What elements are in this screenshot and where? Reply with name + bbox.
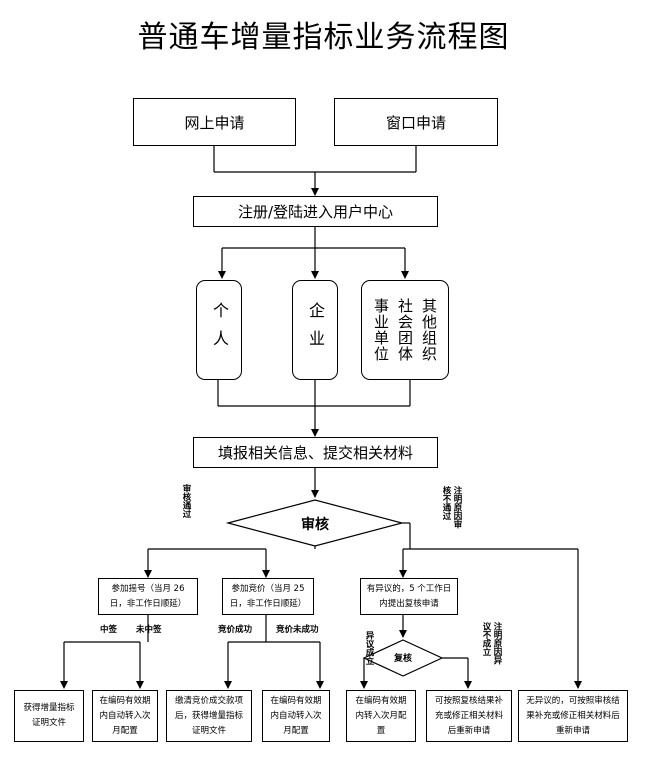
review-fail-label: 注明原因审核不通过 (441, 486, 462, 529)
lot-win-result-box: 获得增量指标证明文件 (14, 690, 84, 742)
bid-lose-result-box: 在编码有效期内自动转入次月配置 (262, 690, 330, 742)
register-login-box: 注册/登陆进入用户中心 (193, 196, 438, 227)
lottery-box: 参加摇号（当月 26 日，非工作日顺延） (98, 578, 198, 615)
enterprise-box: 企业 (292, 280, 338, 380)
review-pass-label: 审核通过 (181, 484, 191, 518)
recheck-ok-result-box: 在编码有效期内转入次月配置 (346, 690, 416, 742)
individual-label: 个人 (210, 302, 229, 358)
objection-ok-label: 异议成立 (364, 631, 374, 665)
bid-win-label: 竞价成功 (218, 625, 253, 635)
page-title: 普通车增量指标业务流程图 (137, 20, 510, 55)
no-objection-result-box: 无异议的，可按照审核结果补充或修正相关材料后重新申请 (518, 690, 628, 742)
lot-lose-label: 未中签 (136, 625, 162, 635)
recheck-fail-result-box: 可按照复核结果补充或修正相关材料后重新申请 (426, 690, 512, 742)
social-group-label: 社会团体 (396, 298, 414, 362)
objection-fail-label: 注明原因异议不成立 (481, 622, 502, 665)
bid-lose-label: 竞价未成功 (276, 625, 319, 635)
fill-info-box: 填报相关信息、提交相关材料 (193, 437, 438, 468)
bid-win-result-box: 缴清竞价成交款项后，获得增量指标证明文件 (166, 690, 252, 742)
review-diamond-label: 审核 (301, 517, 329, 533)
bidding-box: 参加竞价（当月 25 日，非工作日顺延） (222, 578, 314, 615)
other-organization-label: 其他组织 (420, 298, 438, 362)
online-apply-box: 网上申请 (133, 98, 296, 146)
enterprise-label: 企业 (306, 302, 325, 358)
public-institution-label: 事业单位 (372, 298, 390, 362)
other-organizations-box: 其他组织 社会团体 事业单位 (361, 280, 449, 380)
lot-win-label: 中签 (100, 625, 118, 635)
window-apply-box: 窗口申请 (334, 98, 498, 146)
lot-lose-result-box: 在编码有效期内自动转入次月配置 (92, 690, 158, 742)
individual-box: 个人 (196, 280, 242, 380)
recheck-diamond-label: 复核 (393, 654, 412, 664)
objection-box: 有异议的，5 个工作日内提出复核申请 (360, 578, 458, 615)
